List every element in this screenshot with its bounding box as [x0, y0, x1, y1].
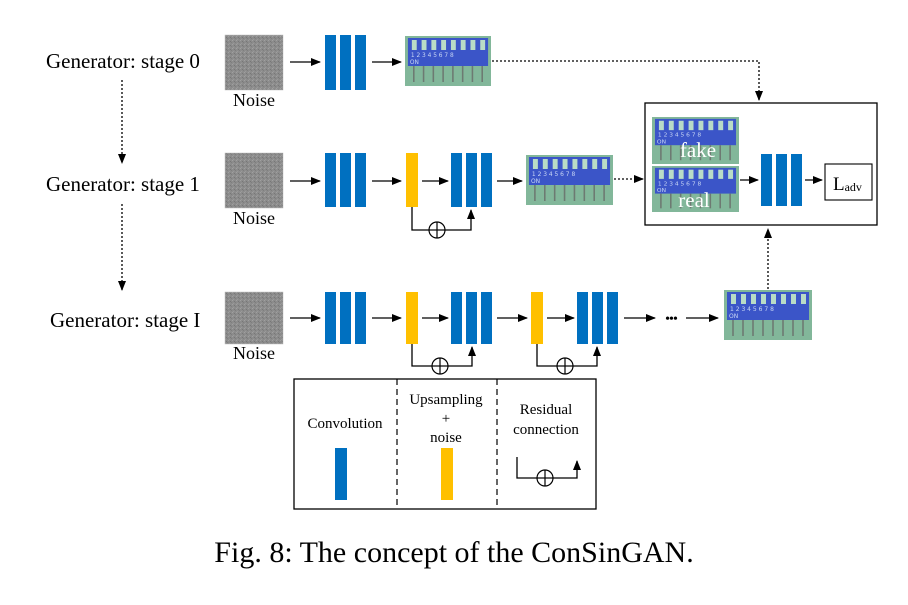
generated-image-stage-I: [724, 290, 812, 340]
circled-plus-icon: [556, 357, 574, 375]
circled-plus-icon: [431, 357, 449, 375]
convolution-block: [451, 292, 492, 344]
legend-residual-symbol: [516, 457, 581, 487]
upsampling-block: [531, 292, 543, 344]
legend-convolution-label: Convolution: [307, 416, 383, 432]
noise-image: [224, 291, 284, 345]
convolution-block: [325, 153, 366, 207]
adversarial-loss-box: [824, 163, 873, 201]
legend-box: Convolution Upsampling + noise Residual …: [293, 378, 597, 510]
upsampling-block: [406, 292, 418, 344]
ellipsis: •••: [665, 312, 678, 327]
legend-upsampling-noise: noise: [430, 430, 462, 446]
legend-upsampling-label: Upsampling: [409, 392, 483, 408]
noise-label: Noise: [233, 90, 275, 110]
legend-upsampling-plus: +: [442, 411, 450, 427]
adversarial-loss-label: Ladv: [833, 174, 862, 195]
convolution-block: [325, 35, 366, 90]
stage-1-label: Generator: stage 1: [46, 172, 200, 196]
circled-plus-icon: [428, 221, 446, 239]
stage-0-label: Generator: stage 0: [46, 49, 200, 73]
discriminator-box: fake real Ladv: [644, 102, 878, 226]
noise-image: [224, 152, 284, 209]
convolution-block: [577, 292, 618, 344]
noise-label: Noise: [233, 208, 275, 228]
legend-residual-label-2: connection: [513, 422, 579, 438]
circled-plus-icon: [536, 469, 554, 487]
legend-convolution-swatch: [335, 448, 347, 500]
figure-caption: Fig. 8: The concept of the ConSinGAN.: [214, 536, 694, 569]
stage-I-row: Noise: [224, 228, 812, 375]
legend-upsampling-swatch: [441, 448, 453, 500]
stage-I-label: Generator: stage I: [50, 308, 200, 332]
stage-0-to-discriminator-dotted-arrow: [492, 60, 763, 101]
upsampling-block: [406, 153, 418, 207]
residual-connection: [536, 344, 601, 375]
real-label: real: [678, 188, 710, 212]
noise-image: [224, 34, 284, 91]
generated-image-stage-0: [405, 36, 491, 86]
legend-residual-label: Residual: [520, 402, 573, 418]
residual-connection: [411, 344, 476, 375]
convolution-block: [451, 153, 492, 207]
noise-label: Noise: [233, 343, 275, 363]
fake-label: fake: [680, 138, 716, 162]
generated-image-stage-1: [526, 155, 613, 205]
stage-0-row: Noise: [224, 34, 763, 110]
convolution-block: [325, 292, 366, 344]
convolution-block: [761, 154, 802, 206]
stage-1-row: Noise: [224, 152, 644, 239]
residual-connection: [411, 207, 475, 239]
